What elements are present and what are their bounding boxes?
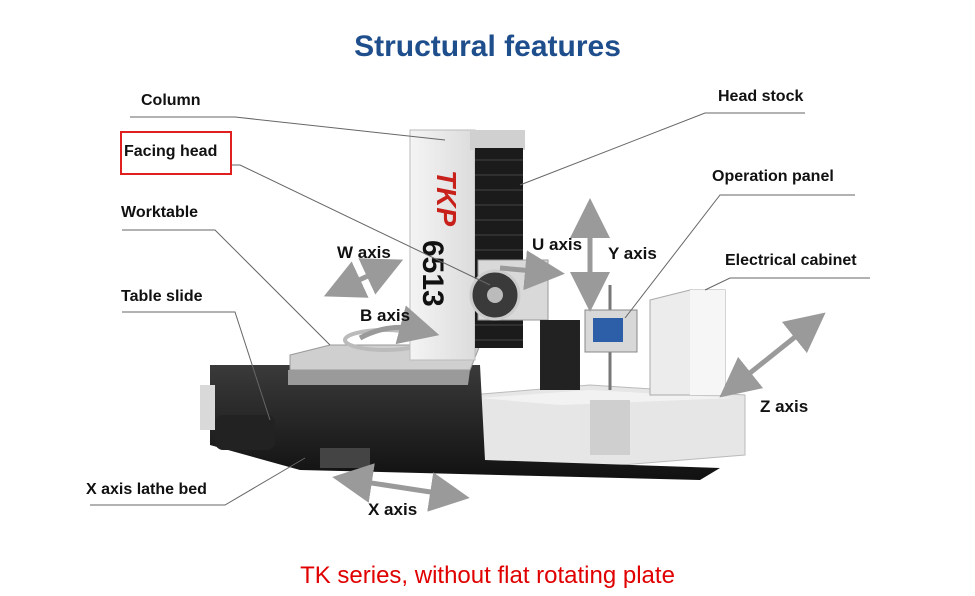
page-title: Structural features	[354, 30, 621, 63]
electrical-cabinet	[649, 289, 726, 396]
operation-panel	[584, 285, 638, 390]
model-text-number: 6513	[416, 240, 449, 307]
b-axis-arrow	[358, 305, 440, 345]
axis-label-x: X axis	[368, 500, 418, 519]
label-worktable: Worktable	[121, 204, 199, 221]
w-axis-arrow	[323, 258, 404, 298]
axis-label-u: U axis	[532, 235, 583, 254]
leader-lines	[90, 112, 870, 506]
label-electrical-cabinet: Electrical cabinet	[725, 252, 857, 269]
label-head-stock: Head stock	[718, 88, 804, 105]
axis-label-y: Y axis	[608, 244, 657, 263]
z-axis-arrow	[719, 312, 826, 398]
facing-head-highlight	[120, 131, 232, 175]
model-text-tkp: TKP	[431, 170, 462, 226]
axis-label-w: W axis	[337, 243, 391, 262]
column: TKP 6513	[409, 129, 525, 361]
axis-label-z: Z axis	[760, 397, 809, 416]
label-operation-panel: Operation panel	[712, 168, 834, 185]
u-axis-arrow	[499, 250, 565, 291]
axis-label-b: B axis	[360, 306, 411, 325]
axis-arrows	[323, 198, 826, 512]
x-axis-lathe-bed	[200, 365, 720, 480]
label-table-slide: Table slide	[121, 288, 203, 305]
caption: TK series, without flat rotating plate	[300, 562, 675, 589]
label-x-axis-lathe-bed: X axis lathe bed	[86, 481, 207, 498]
z-bed	[469, 384, 746, 471]
label-facing-head: Facing head	[124, 143, 218, 160]
label-column: Column	[141, 92, 201, 109]
x-axis-arrow	[332, 463, 470, 512]
